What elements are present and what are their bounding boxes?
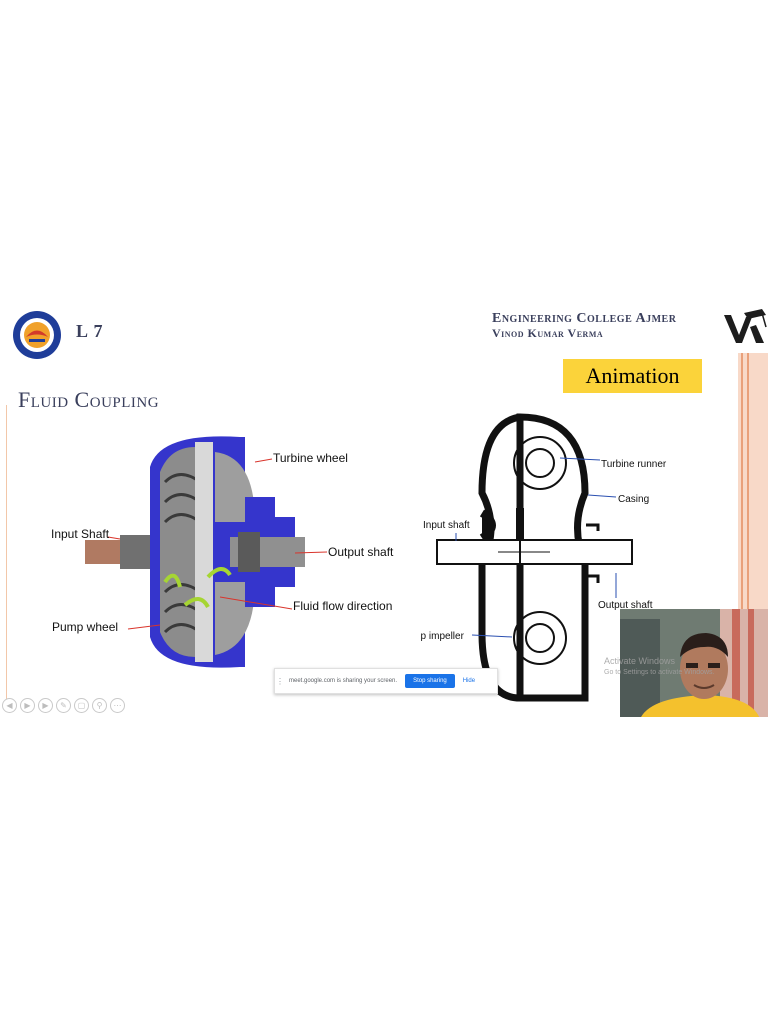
zoom-icon[interactable]: ⚲ — [92, 698, 107, 713]
turbine-wheel-label: Turbine wheel — [273, 451, 348, 465]
input-shaft-label-2: Input shaft — [423, 520, 470, 531]
more-icon[interactable]: ⋯ — [110, 698, 125, 713]
animation-button[interactable]: Animation — [563, 359, 702, 393]
flow-arrows-shape — [163, 567, 232, 609]
share-message: meet.google.com is sharing your screen. — [289, 678, 398, 684]
lecture-number: L 7 — [76, 321, 104, 341]
vk-logo-icon — [724, 309, 767, 343]
stop-sharing-button[interactable]: Stop sharing — [405, 674, 455, 688]
next-icon[interactable]: ▶ — [38, 698, 53, 713]
play-icon[interactable]: ▶ — [20, 698, 35, 713]
watermark-line-2: Go to Settings to activate Windows. — [604, 669, 715, 676]
author-name: Vinod Kumar Verma — [492, 326, 604, 340]
college-logo-icon — [13, 311, 61, 359]
drag-handle-icon[interactable]: ⋮ — [276, 676, 284, 686]
participant-avatar — [620, 609, 768, 717]
pump-wheel-label: Pump wheel — [52, 620, 118, 634]
slide-title: Fluid Coupling — [18, 387, 160, 412]
turbine-runner-label: Turbine runner — [601, 459, 667, 470]
output-shaft-label-2: Output shaft — [598, 600, 653, 611]
output-shaft-label: Output shaft — [328, 545, 394, 559]
slide-toolbar: ◀ ▶ ▶ ✎ ▢ ⚲ ⋯ — [2, 698, 125, 713]
participant-video[interactable] — [620, 609, 768, 717]
pen-icon[interactable]: ✎ — [56, 698, 71, 713]
hide-button[interactable]: Hide — [462, 678, 476, 684]
fluid-coupling-cutaway-diagram: Turbine wheel Input Shaft Output shaft F… — [51, 436, 394, 668]
activation-watermark: Activate Windows Go to Settings to activ… — [604, 655, 715, 679]
decorative-rule — [6, 405, 7, 705]
fluid-flow-label: Fluid flow direction — [293, 599, 392, 613]
presentation-slide: L 7 Engineering College Ajmer Vinod Kuma… — [0, 305, 768, 717]
input-shaft-label: Input Shaft — [51, 527, 110, 541]
fluid-coupling-schematic-diagram: Turbine runner Casing Input shaft Output… — [420, 413, 667, 702]
copy-icon[interactable]: ▢ — [74, 698, 89, 713]
pump-impeller-label: Pump impeller — [420, 631, 465, 642]
screen-share-bar: ⋮ meet.google.com is sharing your screen… — [274, 668, 498, 694]
college-name: Engineering College Ajmer — [492, 311, 677, 326]
watermark-line-1: Activate Windows — [604, 656, 676, 666]
previous-icon[interactable]: ◀ — [2, 698, 17, 713]
casing-label: Casing — [618, 494, 649, 505]
